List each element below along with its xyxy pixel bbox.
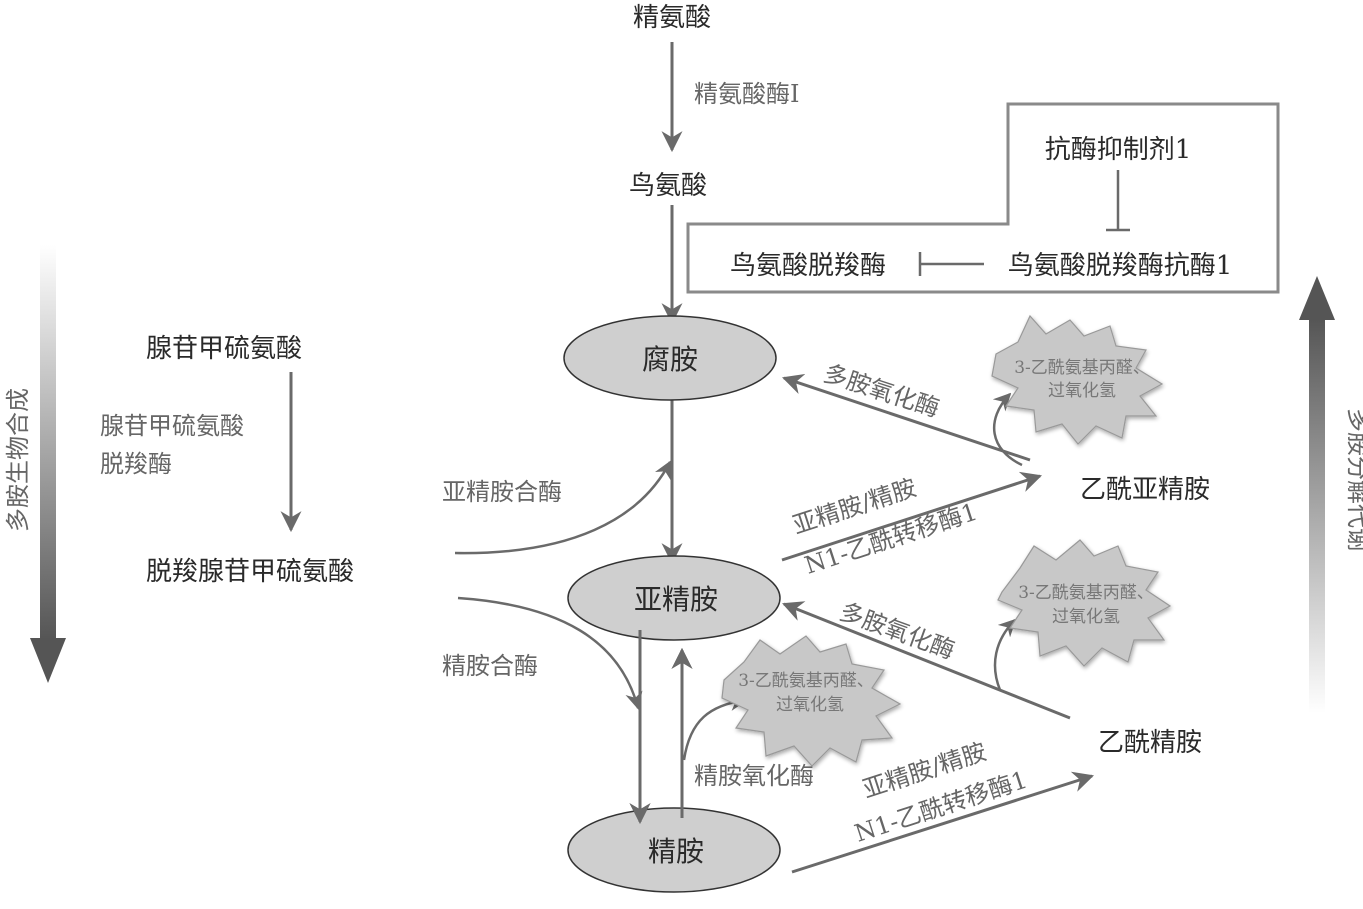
label-samdc-line2: 脱羧酶 (100, 450, 172, 478)
label-spermine: 精胺 (648, 835, 704, 868)
byproduct-spermine-line1: 3-乙酰氨基丙醛、 (738, 671, 874, 691)
label-antizyme: 鸟氨酸脱羧酶抗酶1 (1008, 251, 1233, 281)
byproduct-upper-line1: 3-乙酰氨基丙醛、 (1014, 358, 1150, 378)
inhibition-antizyme-inhibitor (1106, 170, 1130, 232)
byproduct-spermine-line2: 过氧化氢 (776, 695, 844, 715)
label-acetyl-spermidine: 乙酰亚精胺 (1080, 475, 1210, 505)
regulation-box (686, 102, 1280, 294)
label-acetyl-spermine: 乙酰精胺 (1098, 728, 1202, 758)
side-label-catabolism: 多胺分解代谢 (1344, 408, 1363, 552)
arrow-pao-upper-byproduct (992, 392, 1023, 467)
label-spermidine-synthase: 亚精胺合酶 (442, 478, 562, 506)
label-spermine-oxidase: 精胺氧化酶 (694, 762, 814, 790)
label-sam: 腺苷甲硫氨酸 (146, 334, 302, 364)
label-dcsam: 脱羧腺苷甲硫氨酸 (146, 557, 354, 587)
byproduct-upper-line2: 过氧化氢 (1048, 381, 1116, 401)
inhibition-antizyme (918, 252, 984, 276)
biosynthesis-direction-arrow (30, 245, 66, 683)
label-putrescine: 腐胺 (642, 343, 698, 376)
arrow-acetylspermidine-to-putrescine (782, 374, 1031, 462)
arrow-acetylspermine-to-spermidine (782, 601, 1071, 720)
arrow-spermine-to-acetylspermine (791, 771, 1095, 874)
byproduct-burst-spermine (721, 635, 902, 767)
catabolism-direction-arrow (1299, 276, 1335, 713)
node-putrescine (563, 315, 777, 401)
label-arginase: 精氨酸酶I (694, 80, 799, 108)
byproduct-burst-upper (991, 314, 1164, 445)
side-label-biosynthesis: 多胺生物合成 (4, 388, 32, 532)
byproduct-lower-line2: 过氧化氢 (1052, 607, 1120, 627)
label-pao-upper: 多胺氧化酶 (820, 359, 943, 423)
label-odc: 鸟氨酸脱羧酶 (730, 251, 886, 281)
label-arginine: 精氨酸 (633, 3, 711, 33)
arrow-dcsam-to-spermine-synthase (457, 596, 643, 710)
byproduct-lower-line1: 3-乙酰氨基丙醛、 (1018, 583, 1154, 603)
byproduct-burst-lower (997, 539, 1172, 667)
label-samdc-line1: 腺苷甲硫氨酸 (100, 412, 244, 440)
label-ornithine: 鸟氨酸 (629, 171, 707, 201)
label-spermine-synthase: 精胺合酶 (442, 652, 538, 680)
label-spermidine: 亚精胺 (634, 583, 718, 616)
node-spermine (567, 807, 781, 893)
arrow-smox-byproduct (682, 693, 748, 761)
arrow-pao-lower-byproduct (993, 618, 1017, 691)
label-antizyme-inhibitor: 抗酶抑制剂1 (1045, 135, 1192, 165)
arrow-spermidine-to-acetylspermidine (781, 471, 1042, 562)
node-spermidine (567, 555, 781, 641)
arrow-dcsam-to-spermidine-synthase (454, 460, 672, 555)
